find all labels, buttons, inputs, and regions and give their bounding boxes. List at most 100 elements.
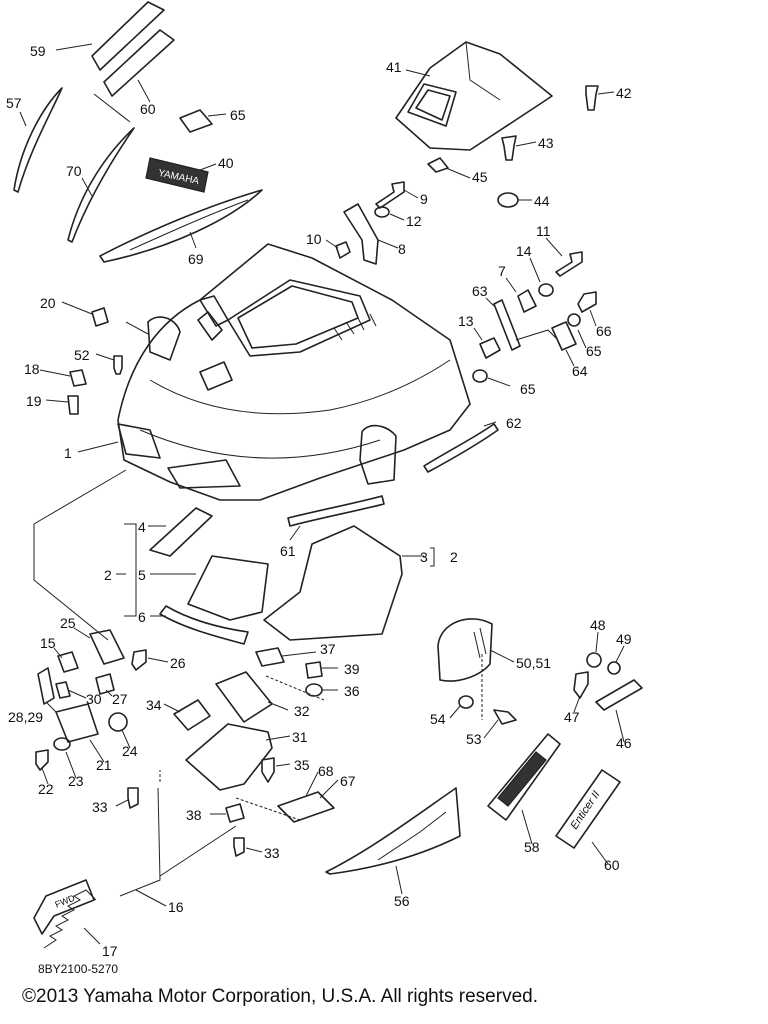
callout-label: 35 [294, 757, 310, 773]
callout-label: 54 [430, 711, 446, 727]
panel-5 [187, 555, 269, 621]
callout-label: 17 [102, 943, 118, 959]
callout-label: 45 [472, 169, 488, 185]
bolt-42 [585, 85, 599, 111]
enticer-badge-60: Enticer II [555, 769, 621, 849]
mount-31 [185, 723, 273, 791]
screw-22 [35, 749, 49, 771]
callout-label: 61 [280, 543, 296, 559]
headlight-housing-41 [395, 41, 553, 151]
callout-label: 44 [534, 193, 550, 209]
callout-label: 11 [536, 223, 551, 239]
callout-label: 1 [64, 445, 72, 461]
callout-label: 50,51 [516, 655, 551, 671]
callout-label: 13 [458, 313, 474, 329]
rivet-20 [91, 307, 109, 327]
callout-label: 26 [170, 655, 186, 671]
bushing-24 [108, 712, 128, 732]
washer-14 [538, 283, 554, 297]
strip-57 [13, 87, 63, 193]
callout-label: 4 [138, 519, 146, 535]
grommet-54 [458, 695, 474, 709]
callout-label: 38 [186, 807, 202, 823]
decal-59 [91, 1, 165, 71]
nut-39 [305, 661, 323, 679]
callout-label: 62 [506, 415, 522, 431]
plate-65-top [179, 109, 213, 133]
callout-label: 65 [230, 107, 246, 123]
bolt-33-left [127, 787, 139, 809]
spring-17 [43, 889, 97, 949]
callout-label: 68 [318, 763, 334, 779]
callout-label: 8 [398, 241, 406, 257]
bushing-7 [517, 289, 537, 313]
callout-label: 66 [596, 323, 612, 339]
link-63 [493, 299, 521, 351]
bolt-9 [375, 181, 405, 209]
bolt-66 [577, 291, 597, 313]
bolt-53 [493, 709, 517, 725]
callout-label: 12 [406, 213, 422, 229]
taillight-50-51 [437, 618, 493, 682]
nut-27 [95, 673, 115, 695]
callout-label: 21 [96, 757, 112, 773]
washer-23 [53, 737, 71, 751]
stripe-69 [99, 189, 263, 263]
callout-label: 7 [498, 263, 506, 279]
callout-labels: 59 60 57 65 40 70 69 41 42 43 45 44 9 12… [6, 43, 632, 959]
washer-18 [69, 369, 87, 387]
callout-label: 57 [6, 95, 22, 111]
callout-label: 58 [524, 839, 540, 855]
callout-label: 32 [294, 703, 310, 719]
callout-label: 27 [112, 691, 128, 707]
block-15 [57, 651, 79, 673]
bolt-35 [261, 757, 275, 783]
callout-label: 6 [138, 609, 146, 625]
screw-52 [113, 355, 123, 375]
callout-label: 39 [344, 661, 360, 677]
switch-21 [55, 703, 99, 743]
callout-label: 33 [92, 799, 108, 815]
callout-label: 3 [420, 549, 428, 565]
panel-4 [149, 507, 213, 557]
washer-36 [305, 683, 323, 697]
callout-label: 46 [616, 735, 632, 751]
callout-label: 19 [26, 393, 42, 409]
callout-label: 67 [340, 773, 356, 789]
bolt-33-right [233, 837, 245, 857]
callout-label: 43 [538, 135, 554, 151]
callout-label: 33 [264, 845, 280, 861]
bracket-28-29 [37, 667, 55, 705]
callout-label: 16 [168, 899, 184, 915]
clip-38 [225, 803, 245, 823]
callout-label: 36 [344, 683, 360, 699]
callout-label: 52 [74, 347, 90, 363]
callout-label: 40 [218, 155, 234, 171]
callout-label: 59 [30, 43, 46, 59]
cable-16 [119, 787, 237, 897]
callout-label: 34 [146, 697, 162, 713]
side-panel-3 [263, 525, 403, 641]
decal-58 [487, 733, 561, 821]
callout-label: 25 [60, 615, 76, 631]
callout-label: 49 [616, 631, 632, 647]
callout-label: 20 [40, 295, 56, 311]
callout-label: 5 [138, 567, 146, 583]
screw-26 [131, 649, 147, 671]
bolt-47 [573, 671, 589, 699]
callout-label: 30 [86, 691, 102, 707]
callout-label: 15 [40, 635, 56, 651]
callout-label: 2 [450, 549, 458, 565]
callout-label: 63 [472, 283, 488, 299]
callout-label: 56 [394, 893, 410, 909]
bolt-11 [555, 251, 583, 277]
block-37 [255, 647, 285, 667]
callout-label: 24 [122, 743, 138, 759]
bolt-43 [501, 135, 517, 161]
strip-70 [67, 127, 135, 243]
trim-62 [423, 423, 499, 473]
washer-65-mid [567, 313, 581, 327]
nut-10 [335, 241, 351, 259]
stripe-56 [325, 787, 461, 875]
nut-13 [479, 337, 501, 359]
